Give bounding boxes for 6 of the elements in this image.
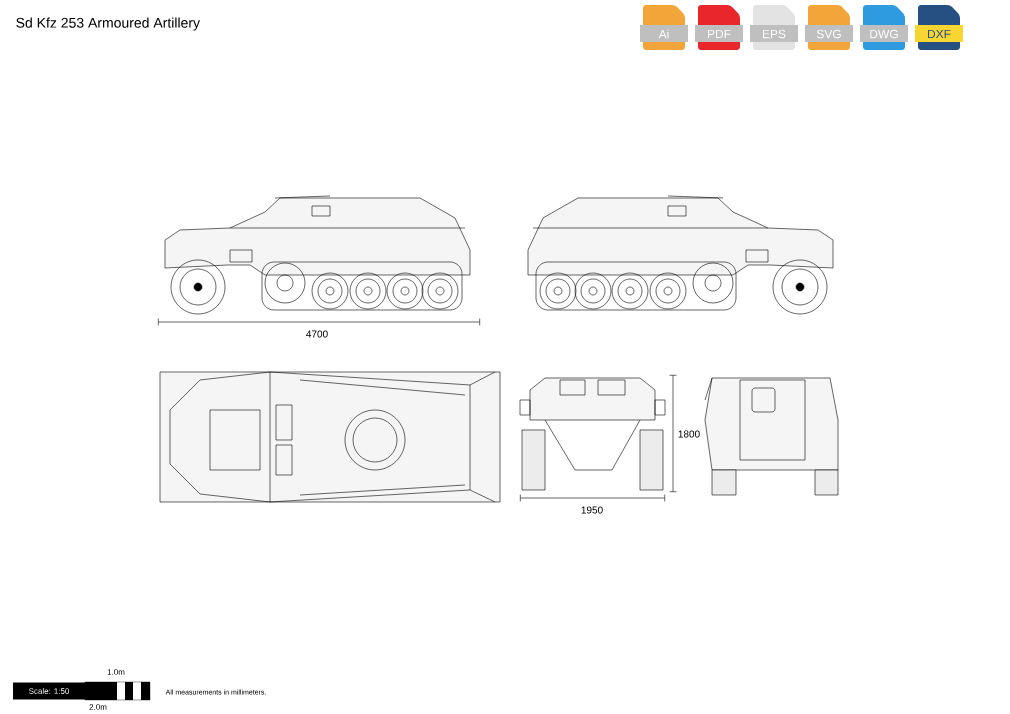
scale-label: 1.0m bbox=[107, 669, 125, 675]
scale-label: 2.0m bbox=[89, 704, 107, 710]
dimension-label: 1950 bbox=[581, 506, 603, 514]
title: Sd Kfz 253 Armoured Artillery bbox=[16, 17, 200, 31]
dimension-label: 4700 bbox=[306, 330, 328, 338]
dimension-label: 1800 bbox=[678, 430, 700, 438]
